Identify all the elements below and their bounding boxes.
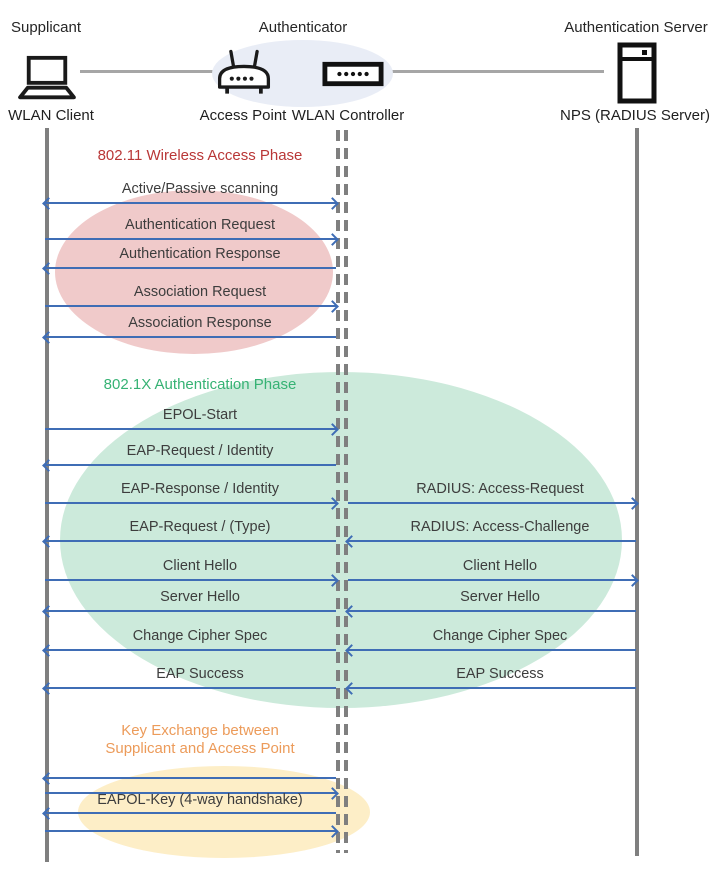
arrow-change-cipher-spec-left [45, 649, 336, 651]
lifeline-wlan-controller-left [336, 130, 340, 853]
message-label-association-request: Association Request [133, 284, 267, 300]
phase1-title: 802.11 Wireless Access Phase [97, 147, 303, 164]
message-label-client-hello-left: Client Hello [162, 558, 238, 574]
arrow-eapol-key-3 [45, 812, 336, 814]
laptop-icon [18, 55, 76, 100]
arrow-server-hello-left [45, 610, 336, 612]
role-label-supplicant: Supplicant [10, 19, 82, 36]
message-label-radius-access-request: RADIUS: Access-Request [416, 481, 584, 497]
node-label-nps-radius-server: NPS (RADIUS Server) [559, 107, 711, 124]
message-label-client-hello-right: Client Hello [462, 558, 538, 574]
phase1-ellipse [55, 190, 333, 354]
arrow-radius-access-request [348, 502, 636, 504]
arrow-eap-request-type [45, 540, 336, 542]
wlan-controller-icon [322, 61, 384, 87]
phase2-title: 802.1X Authentication Phase [103, 376, 297, 393]
message-label-change-cipher-spec-left: Change Cipher Spec [132, 628, 268, 644]
message-label-eap-response-identity: EAP-Response / Identity [121, 481, 279, 497]
message-label-change-cipher-spec-right: Change Cipher Spec [432, 628, 568, 644]
role-label-authentication-server: Authentication Server [564, 19, 708, 36]
server-icon [617, 42, 657, 104]
node-label-access-point: Access Point [199, 107, 287, 124]
node-label-wlan-client: WLAN Client [8, 107, 94, 124]
arrow-epol-start [45, 428, 336, 430]
lifeline-wlan-controller-right [344, 130, 348, 853]
arrow-eapol-key-2 [45, 792, 336, 794]
role-label-authenticator: Authenticator [258, 19, 348, 36]
message-label-authentication-response: Authentication Response [119, 246, 281, 262]
lifeline-nps-server [635, 128, 639, 856]
message-label-server-hello-right: Server Hello [460, 589, 540, 605]
arrow-authentication-response [45, 267, 336, 269]
arrow-client-hello-right [348, 579, 636, 581]
arrow-eap-response-identity [45, 502, 336, 504]
message-label-eap-success-right: EAP Success [456, 666, 544, 682]
message-label-active-passive-scanning: Active/Passive scanning [121, 181, 279, 197]
arrow-eap-success-left [45, 687, 336, 689]
connector-controller-server [390, 70, 604, 73]
phase3-title-line2: Supplicant and Access Point [105, 740, 295, 757]
phase3-title-line1: Key Exchange between [121, 722, 279, 739]
arrow-eapol-key-1 [45, 777, 336, 779]
message-label-server-hello-left: Server Hello [160, 589, 240, 605]
message-label-eapol-key: EAPOL-Key (4-way handshake) [97, 792, 303, 808]
arrow-authentication-request [45, 238, 336, 240]
message-label-association-response: Association Response [128, 315, 272, 331]
message-label-authentication-request: Authentication Request [125, 217, 275, 233]
arrow-association-response [45, 336, 336, 338]
message-label-radius-access-challenge: RADIUS: Access-Challenge [410, 519, 590, 535]
arrow-eap-request-identity [45, 464, 336, 466]
arrow-eapol-key-4 [45, 830, 336, 832]
arrow-radius-access-challenge [348, 540, 636, 542]
access-point-icon [217, 49, 271, 94]
arrow-server-hello-right [348, 610, 636, 612]
arrow-client-hello-left [45, 579, 336, 581]
arrow-active-passive-scanning [45, 202, 336, 204]
connector-client-ap [80, 70, 216, 73]
message-label-eap-request-type: EAP-Request / (Type) [129, 519, 271, 535]
message-label-eap-request-identity: EAP-Request / Identity [126, 443, 274, 459]
message-label-epol-start: EPOL-Start [162, 407, 238, 423]
node-label-wlan-controller: WLAN Controller [291, 107, 405, 124]
lifeline-wlan-client [45, 128, 49, 862]
arrow-change-cipher-spec-right [348, 649, 636, 651]
arrow-association-request [45, 305, 336, 307]
arrow-eap-success-right [348, 687, 636, 689]
message-label-eap-success-left: EAP Success [156, 666, 244, 682]
